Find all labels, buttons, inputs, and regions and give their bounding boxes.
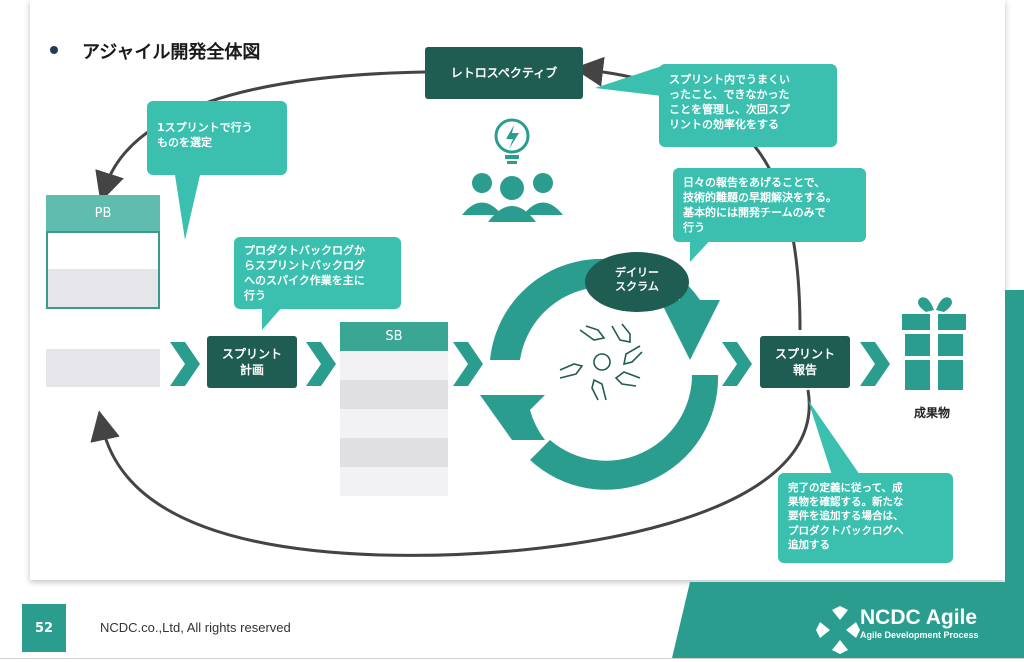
brand-name: NCDC Agile (860, 606, 978, 629)
deliverable-label: 成果物 (914, 406, 951, 420)
callout-review-line-4: プロダクトバックログへ (788, 524, 904, 537)
ncdc-logo-icon (816, 606, 860, 654)
lightbulb-icon (494, 118, 530, 164)
callout-review-note: 完了の定義に従って、成 果物を確認する。新たな 要件を追加する場合は、 プロダク… (778, 473, 953, 563)
retrospective-label: レトロスペクティブ (450, 65, 558, 80)
daily-scrum-badge (585, 252, 689, 312)
callout-daily-line-2: 技術的難題の早期解決をする。 (683, 190, 837, 204)
callout-retro-line-3: ことを管理し、次回スプ (669, 102, 790, 116)
page-title: アジャイル開発全体図 (82, 42, 261, 63)
flow-chevron-3 (453, 342, 483, 386)
sb-list: SB (340, 322, 448, 496)
brand-tagline: Agile Development Process (860, 630, 979, 640)
daily-scrum-label: デイリー スクラム (596, 266, 678, 295)
callout-tail-retro (595, 66, 662, 96)
callout-planning-line-3: へのスパイク作業を主に (244, 273, 365, 287)
sb-row-3 (340, 409, 448, 438)
callout-review-line-1: 完了の定義に従って、成 (788, 482, 903, 494)
daily-scrum-line-2: スクラム (615, 280, 659, 294)
sprint-planning-line-1: スプリント (221, 346, 282, 361)
sprint-planning-box: スプリント 計画 (207, 336, 297, 388)
gift-icon (902, 297, 966, 390)
callout-retro-line-1: スプリント内でうまくい (669, 73, 790, 86)
callout-tail-select (175, 175, 200, 240)
callout-planning-line-4: 行う (244, 288, 266, 302)
copyright-text: NCDC.co.,Ltd, All rights reserved (100, 620, 291, 635)
callout-daily-line-1: 日々の報告をあげることで、 (683, 176, 826, 189)
sprint-review-box: スプリント 報告 (760, 336, 850, 388)
pb-detached-row (46, 349, 160, 387)
hands-icon (559, 323, 643, 401)
sprint-review-line-1: スプリント (774, 346, 835, 361)
sprint-planning-line-2: 計画 (239, 363, 264, 377)
team-icon (462, 173, 563, 222)
callout-select-line-2: ものを選定 (157, 135, 212, 149)
callout-select-line-1: 1スプリントで行う (157, 121, 253, 134)
callout-review-line-3: 要件を追加する場合は、 (788, 510, 904, 523)
callout-retro-note: スプリント内でうまくい ったこと、できなかった ことを管理し、次回スプ リントの… (659, 64, 837, 147)
teal-band-footer (672, 582, 1024, 658)
title-bullet (50, 46, 58, 54)
callout-tail-review (808, 400, 860, 475)
callout-planning-line-1: プロダクトバックログか (244, 244, 365, 257)
sb-row-4 (340, 438, 448, 467)
pb-row-1 (46, 231, 160, 269)
callout-planning-note: プロダクトバックログか らスプリントバックログ へのスパイク作業を主に 行う (234, 237, 401, 309)
callout-daily-line-3: 基本的には開発チームのみで (683, 205, 826, 219)
teal-band-right (1005, 290, 1024, 658)
pb-row-2 (46, 269, 160, 309)
flow-chevron-5 (860, 342, 890, 386)
pb-header: PB (46, 195, 160, 231)
callout-select-items: 1スプリントで行う ものを選定 (147, 101, 287, 175)
callout-planning-line-2: らスプリントバックログ (244, 258, 365, 272)
flow-chevron-1 (170, 342, 200, 386)
callout-retro-line-2: ったこと、できなかった (669, 87, 790, 101)
retrospective-box: レトロスペクティブ (425, 47, 583, 99)
flow-chevron-4 (722, 342, 752, 386)
callout-review-line-5: 追加する (788, 538, 830, 551)
loop-bottom-arrow (90, 389, 811, 557)
callout-retro-line-4: リントの効率化をする (669, 117, 779, 131)
sb-row-1 (340, 351, 448, 380)
callout-daily-note: 日々の報告をあげることで、 技術的難題の早期解決をする。 基本的には開発チームの… (673, 168, 866, 242)
footer-divider (0, 658, 1024, 659)
flow-chevron-2 (306, 342, 336, 386)
sb-row-5 (340, 467, 448, 496)
callout-review-line-2: 果物を確認する。新たな (788, 496, 904, 509)
callout-daily-line-4: 行う (683, 220, 705, 234)
sb-header: SB (340, 322, 448, 351)
daily-scrum-line-1: デイリー (615, 266, 659, 279)
pb-list: PB (46, 195, 160, 309)
sb-row-2 (340, 380, 448, 409)
page-number: 52 (22, 604, 66, 652)
sprint-review-line-2: 報告 (792, 363, 817, 377)
